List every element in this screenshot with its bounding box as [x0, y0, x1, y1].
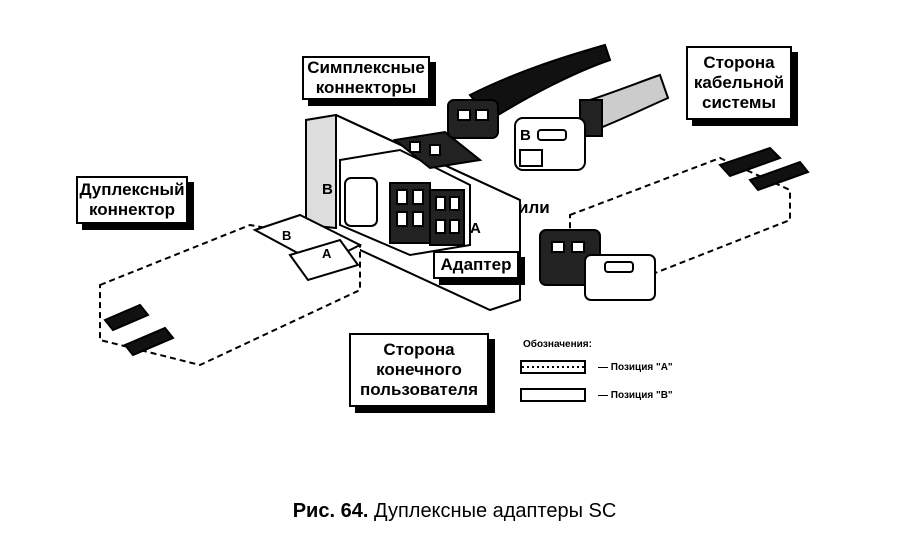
plate-label-a: A	[470, 220, 481, 237]
adapter-callout: Адаптер	[433, 251, 519, 279]
legend-swatch-position-a	[520, 360, 586, 374]
legend-swatch-position-b	[520, 388, 586, 402]
adapter-top-ports	[392, 130, 483, 170]
duplex-label-b: B	[282, 228, 292, 243]
duplex-connector-user-side	[99, 213, 363, 367]
simplex-connector-light	[514, 73, 670, 171]
legend-label-position-b: — Позиция "В"	[598, 390, 673, 401]
figure-caption: Рис. 64. Дуплексные адаптеры SC	[0, 500, 909, 523]
legend-label-position-a: — Позиция "А"	[598, 362, 673, 373]
duplex-connector-cable-side	[539, 146, 810, 301]
cable-side-callout: Сторона кабельной системы	[686, 46, 792, 120]
or-label: или	[518, 198, 550, 217]
plate-label-b: B	[322, 181, 333, 198]
simplex-label-b: B	[520, 127, 531, 144]
caption-text: Дуплексные адаптеры SC	[373, 500, 617, 522]
simplex-connector-dark	[447, 43, 612, 139]
duplex-head-light	[584, 254, 656, 301]
simplex-connectors-callout: Симплексные коннекторы	[302, 56, 430, 100]
end-user-side-callout: Сторона конечного пользователя	[349, 333, 489, 407]
duplex-label-a: A	[322, 246, 332, 261]
adapter-port-a	[389, 182, 431, 244]
legend-title: Обозначения:	[523, 339, 592, 350]
duplex-connector-callout: Дуплексный коннектор	[76, 176, 188, 224]
adapter-port-b	[429, 189, 465, 246]
caption-number: Рис. 64.	[292, 500, 369, 522]
